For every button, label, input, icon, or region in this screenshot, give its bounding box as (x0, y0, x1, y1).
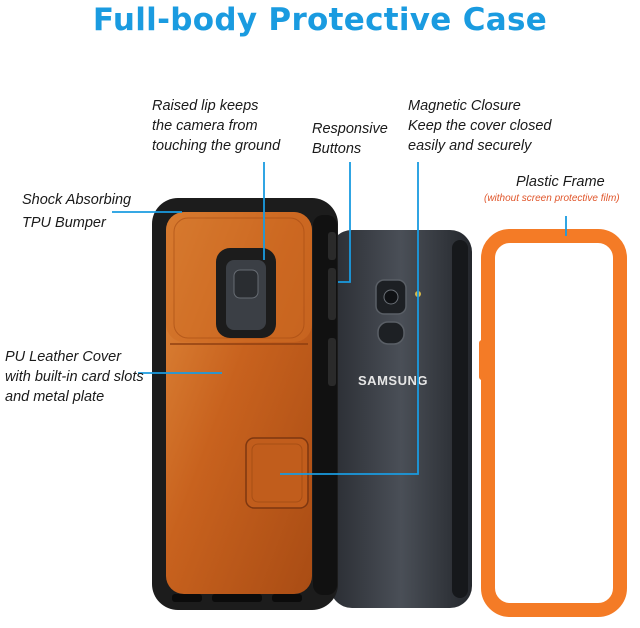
camera-cutout (216, 248, 276, 338)
plastic-frame-note: (without screen protective film) (484, 193, 620, 204)
pu-leather-label: PU Leather Cover with built-in card slot… (5, 349, 144, 405)
magnetic-clasp (245, 437, 309, 509)
callout-lines (112, 162, 567, 475)
plastic-frame (479, 229, 627, 617)
plastic-frame-label: Plastic Frame (516, 174, 605, 190)
page-title: Full-body Protective Case (92, 2, 548, 38)
shock-absorbing-label: Shock Absorbing TPU Bumper (22, 192, 132, 231)
responsive-buttons-label: Responsive Buttons (312, 121, 388, 157)
phone-back (330, 230, 472, 608)
raised-lip-label: Raised lip keeps the camera from touchin… (152, 98, 281, 154)
phone-brand-text: SAMSUNG (358, 373, 428, 388)
magnetic-closure-label: Magnetic Closure Keep the cover closed e… (408, 98, 552, 154)
